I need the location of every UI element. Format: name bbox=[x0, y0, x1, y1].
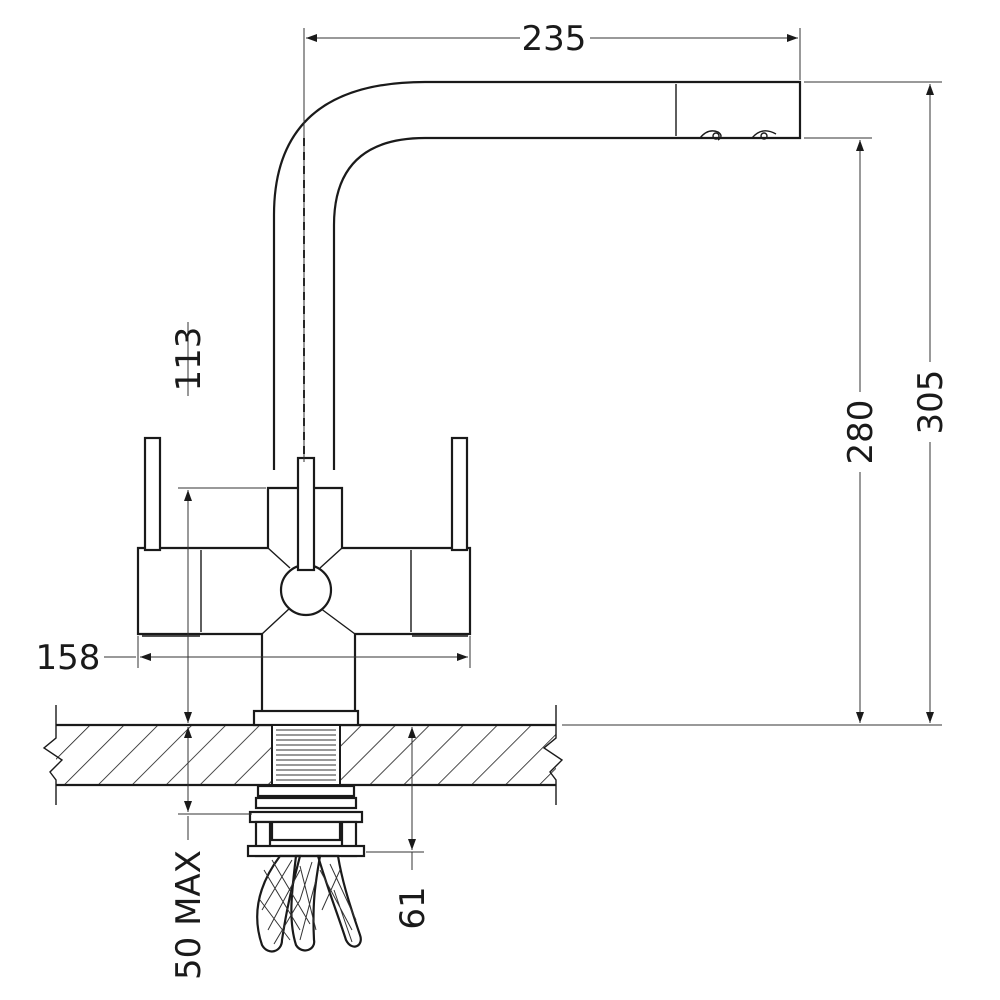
threaded-shank bbox=[246, 724, 366, 858]
dim-overall-height-label: 305 bbox=[911, 370, 951, 435]
right-handle bbox=[450, 436, 469, 552]
dim-max-worktop-label: 50 MAX bbox=[169, 850, 209, 980]
spout bbox=[272, 80, 802, 470]
cartridge-circle bbox=[279, 563, 333, 617]
mount-collar bbox=[252, 709, 360, 727]
handles bbox=[143, 436, 469, 572]
dim-handle-span-label: 158 bbox=[36, 638, 101, 678]
center-handle bbox=[296, 456, 316, 572]
dim-reach-label: 235 bbox=[522, 19, 587, 59]
dim-handle-height-label: 113 bbox=[169, 327, 209, 392]
left-handle bbox=[143, 436, 162, 552]
flex-hoses bbox=[256, 854, 362, 953]
dimension-lines bbox=[104, 28, 942, 870]
dim-tail-length-label: 61 bbox=[393, 886, 433, 929]
dim-spout-clearance-label: 280 bbox=[841, 400, 881, 465]
